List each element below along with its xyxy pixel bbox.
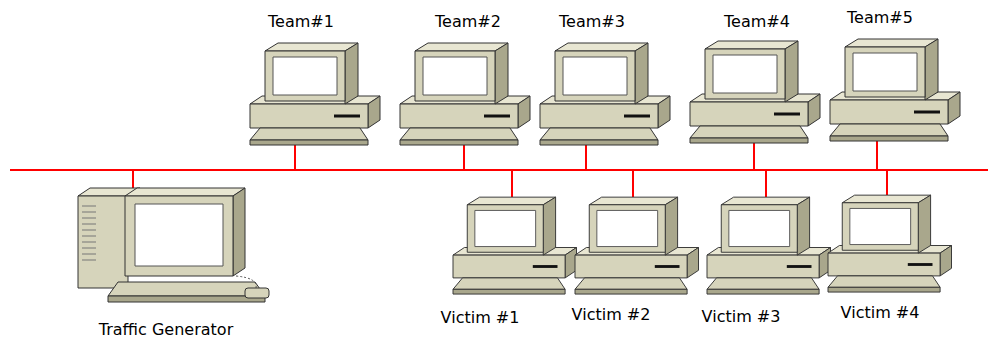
- victim-computer: [828, 195, 952, 292]
- device-label: Team#2: [435, 12, 501, 32]
- device-label: Team#4: [724, 12, 790, 32]
- device-label: Traffic Generator: [99, 320, 233, 340]
- team-computer: [690, 41, 820, 143]
- team-computer: [540, 43, 670, 145]
- victim-computer: [707, 197, 831, 294]
- drop-wires: [133, 139, 887, 197]
- victim-computer: [575, 197, 699, 294]
- team-computer: [250, 43, 380, 145]
- team-computer: [830, 39, 960, 141]
- device-label: Team#5: [847, 8, 913, 28]
- device-label: Victim #4: [841, 303, 920, 323]
- device-label: Team#3: [559, 12, 625, 32]
- team-computer: [400, 43, 530, 145]
- device-label: Team#1: [268, 12, 334, 32]
- traffic-generator-workstation: [78, 188, 269, 302]
- victim-computer: [453, 197, 577, 294]
- network-bus: [10, 169, 988, 171]
- device-label: Victim #2: [572, 305, 651, 325]
- device-label: Victim #3: [702, 307, 781, 327]
- device-label: Victim #1: [441, 308, 520, 328]
